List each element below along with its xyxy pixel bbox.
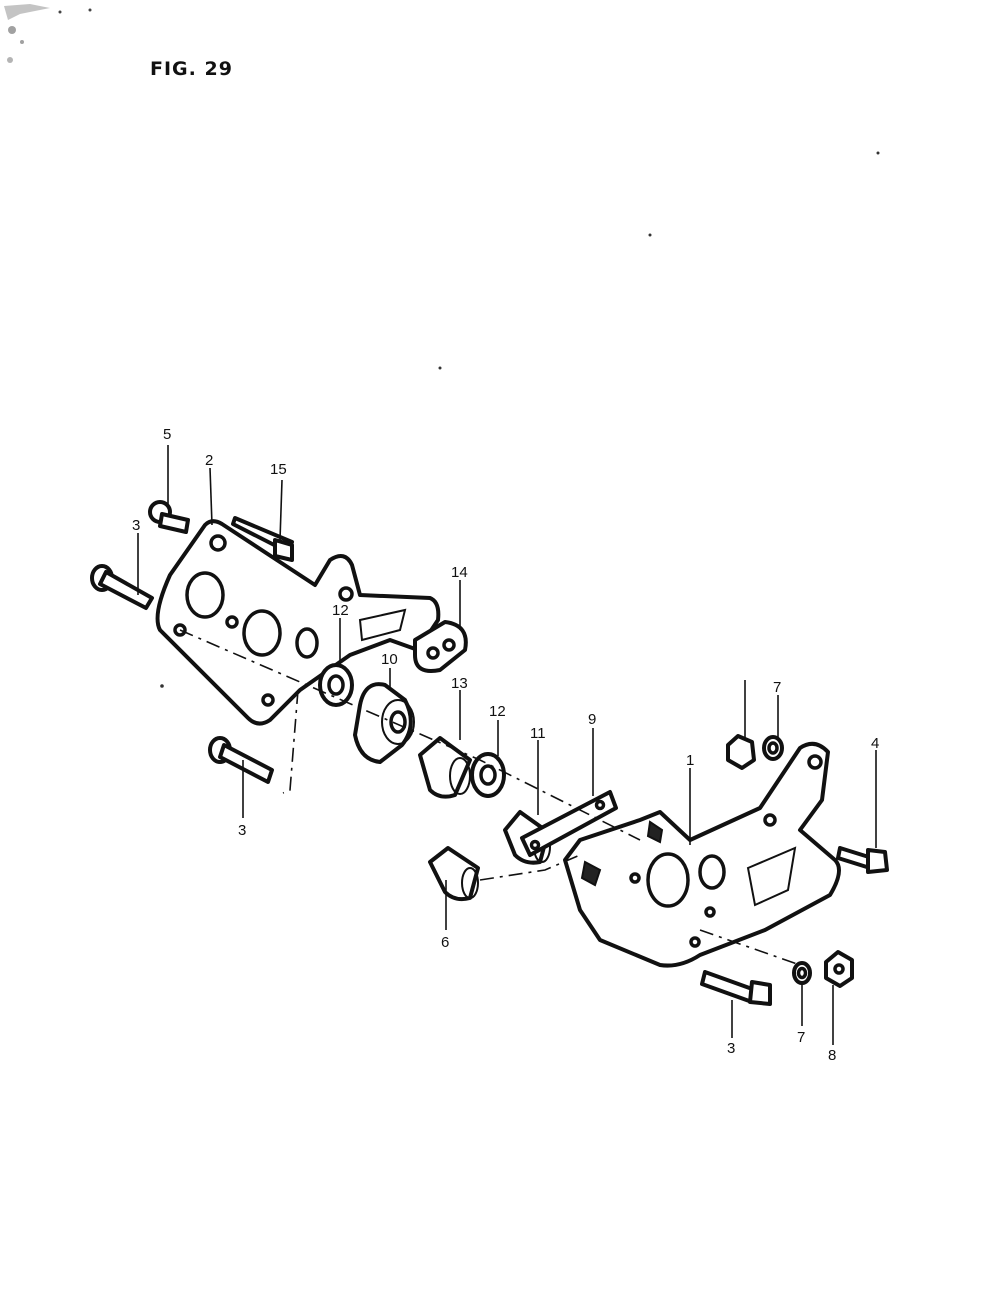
part-6-spacer [428, 846, 480, 902]
left-bracket [155, 519, 441, 726]
right-bracket [563, 741, 841, 968]
callout-3-lower: 3 [238, 822, 246, 839]
callout-13: 13 [451, 675, 468, 692]
part-5-bolt [148, 500, 190, 534]
callout-14: 14 [451, 564, 468, 581]
part-13-sleeve [418, 736, 472, 799]
part-9-strap [520, 790, 618, 857]
callout-11: 11 [530, 725, 546, 742]
hex-nut-top [726, 734, 756, 770]
assembly-lines [179, 629, 801, 966]
part-10-grommet [353, 682, 415, 764]
callout-labels: 5 2 15 3 14 12 10 13 12 11 9 3 6 1 7 4 3… [132, 426, 879, 1064]
part-12-washer-b [470, 752, 506, 798]
part-3-bolt-lower [208, 736, 274, 784]
callout-4: 4 [871, 735, 879, 752]
part-3-bolt-right [700, 970, 772, 1006]
part-15-rivet [231, 516, 294, 562]
part-3-bolt-upper [90, 564, 154, 610]
callout-12-left: 12 [332, 602, 349, 619]
leader-lines [137, 445, 877, 1045]
callout-1: 1 [686, 752, 694, 769]
part-14-bushing-plate [413, 620, 468, 673]
scan-noise [4, 4, 880, 688]
callout-12-right: 12 [489, 703, 506, 720]
callout-10: 10 [381, 651, 398, 668]
part-7-washer-top [762, 735, 784, 761]
part-4-bolt [836, 846, 889, 874]
callout-5: 5 [163, 426, 171, 443]
part-8-nut [824, 950, 854, 988]
callout-6: 6 [441, 934, 449, 951]
callout-15: 15 [270, 461, 287, 478]
callout-3-right: 3 [727, 1040, 735, 1057]
callout-8: 8 [828, 1047, 836, 1064]
figure-title: FIG. 29 [150, 58, 233, 80]
callout-2: 2 [205, 452, 213, 469]
callout-7-top: 7 [773, 679, 781, 696]
part-7-washer-bottom [792, 961, 812, 985]
callout-3-upper: 3 [132, 517, 140, 534]
callout-7-bottom: 7 [797, 1029, 805, 1046]
part-12-washer-a [318, 663, 354, 707]
callout-9: 9 [588, 711, 596, 728]
